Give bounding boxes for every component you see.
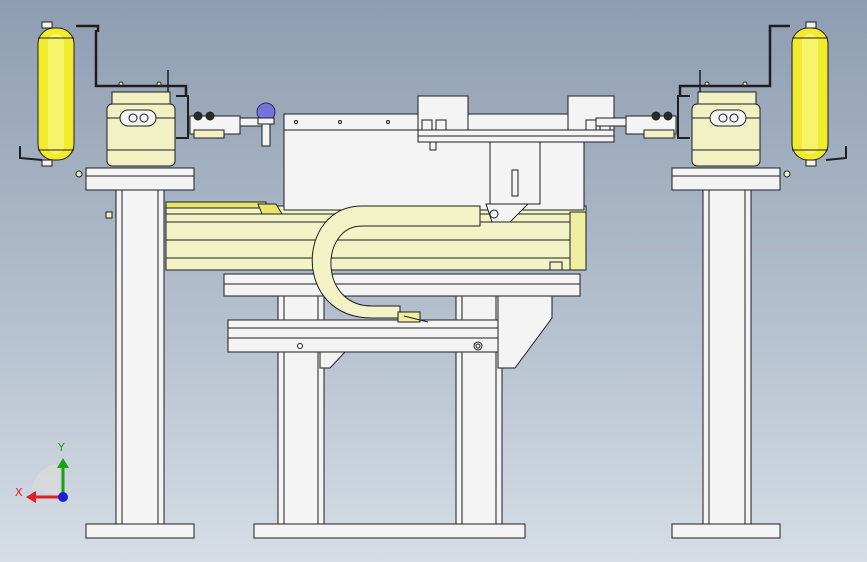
right-rod (595, 117, 627, 127)
left-column-top-plate (85, 167, 195, 191)
z-axis-dot (58, 492, 68, 502)
angled-bracket (497, 295, 553, 369)
left-base-plate (85, 523, 195, 539)
right-column-assembly[interactable] (671, 167, 791, 525)
right-wheel-assembly[interactable] (678, 21, 847, 167)
right-base-plate (671, 523, 781, 539)
left-column (115, 189, 165, 525)
coordinate-triad (26, 458, 69, 503)
x-axis-label: X (15, 486, 23, 499)
base-plates (85, 523, 781, 539)
left-column-assembly[interactable] (75, 167, 195, 525)
cross-rail-body (227, 319, 499, 353)
top-mount-block[interactable] (239, 95, 627, 151)
cable-chain[interactable] (311, 205, 481, 323)
cable-chain-loop (311, 205, 481, 319)
frame-plate (223, 273, 581, 297)
left-wheel-assembly[interactable] (19, 21, 188, 167)
right-column (702, 189, 752, 525)
right-motor-assembly[interactable] (625, 70, 761, 167)
left-motor-assembly[interactable] (106, 70, 241, 167)
lower-cross-rail[interactable] (227, 319, 499, 353)
right-column-top-plate (671, 167, 781, 191)
y-axis-label: Y (58, 441, 65, 454)
proximity-sensor[interactable] (256, 102, 276, 147)
main-frame-plate[interactable] (223, 273, 581, 297)
center-base-plate (253, 523, 526, 539)
